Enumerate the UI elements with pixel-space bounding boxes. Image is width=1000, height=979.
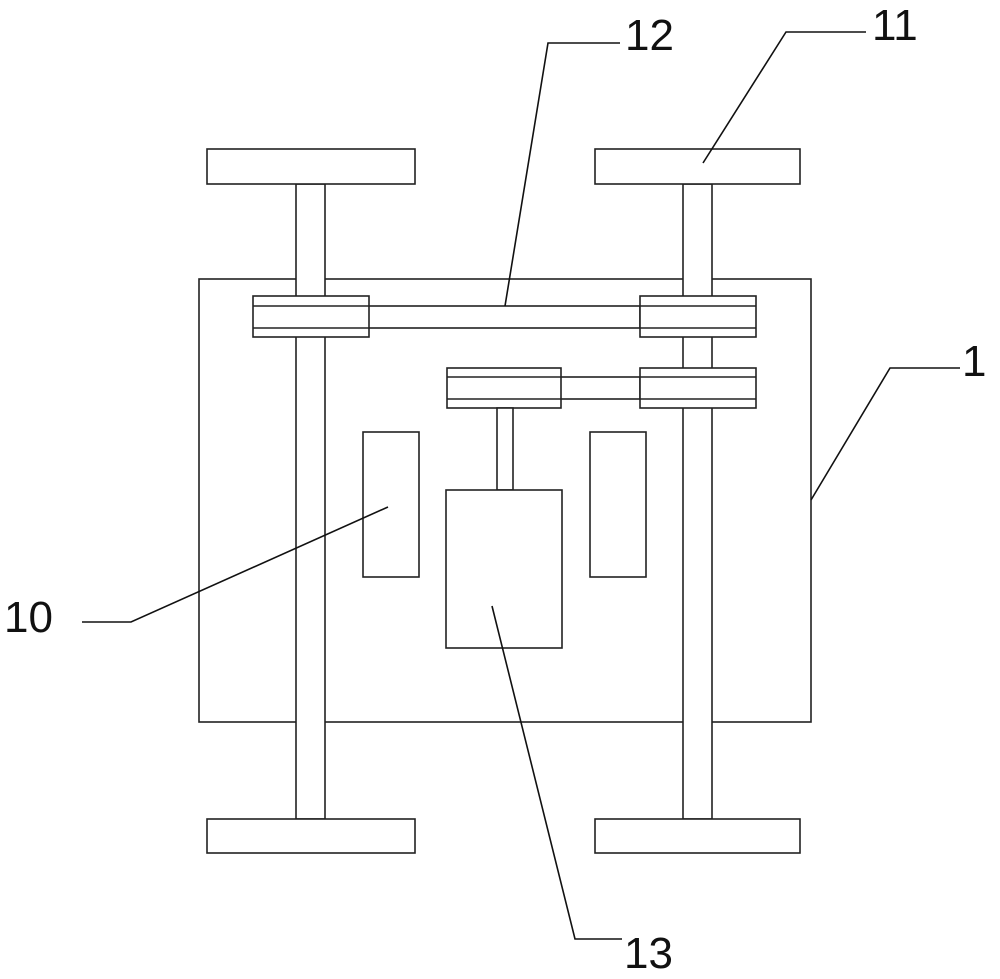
pulley-motor <box>446 367 562 409</box>
leader-line-13 <box>491 605 622 940</box>
wheel-top-left <box>206 148 416 185</box>
motor-body <box>445 489 563 649</box>
leader-line-10 <box>82 506 389 623</box>
leader-line-11 <box>702 31 866 164</box>
callout-10: 10 <box>4 593 53 642</box>
callout-1: 1 <box>962 337 987 386</box>
callout-11: 11 <box>872 1 918 50</box>
pulley-left-upper <box>252 295 370 338</box>
side-block-left <box>362 431 420 578</box>
wheel-top-right <box>594 148 801 185</box>
pulley-right-lower <box>639 367 757 409</box>
callout-12: 12 <box>625 11 674 60</box>
side-block-right <box>589 431 647 578</box>
pulley-right-upper <box>639 295 757 338</box>
leader-line-12 <box>504 42 620 307</box>
right-axle <box>682 183 713 820</box>
motor-shaft <box>496 407 514 491</box>
wheel-bottom-right <box>594 818 801 854</box>
left-axle <box>295 183 326 820</box>
leader-line-1 <box>810 367 960 501</box>
callout-13: 13 <box>624 929 673 978</box>
wheel-bottom-left <box>206 818 416 854</box>
upper-belt <box>367 305 641 329</box>
lower-belt <box>559 376 641 400</box>
